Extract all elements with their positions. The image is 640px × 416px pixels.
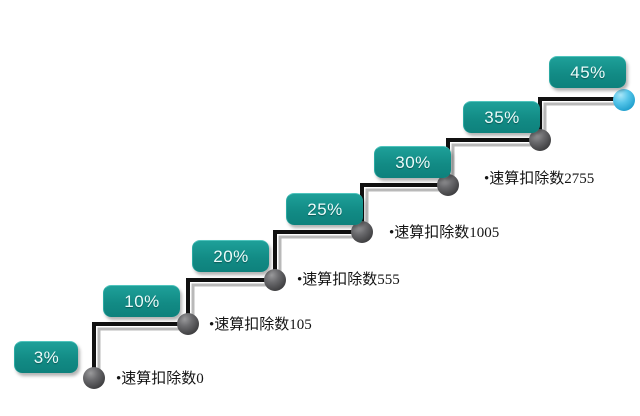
deduction-label-555: •速算扣除数555 [297,272,400,288]
step-node-4 [351,221,373,243]
step-node-1 [83,367,105,389]
rate-badge-45[interactable]: 45% [549,56,626,88]
step-node-6 [529,129,551,151]
step-node-end [613,89,635,111]
rate-badge-35[interactable]: 35% [463,101,540,133]
step-node-3 [264,269,286,291]
step-node-5 [437,174,459,196]
deduction-label-2755: •速算扣除数2755 [484,171,595,187]
rate-badge-20[interactable]: 20% [192,240,269,272]
rate-badge-3[interactable]: 3% [14,341,78,373]
staircase-shadow-line [97,102,631,385]
deduction-label-105: •速算扣除数105 [209,317,312,333]
rate-badge-30[interactable]: 30% [374,146,451,178]
step-node-2 [177,313,199,335]
deduction-label-1005: •速算扣除数1005 [389,225,500,241]
deduction-label-0: •速算扣除数0 [116,371,204,387]
step-node-group [83,89,635,389]
rate-badge-10[interactable]: 10% [103,285,180,317]
rate-badge-25[interactable]: 25% [286,193,363,225]
